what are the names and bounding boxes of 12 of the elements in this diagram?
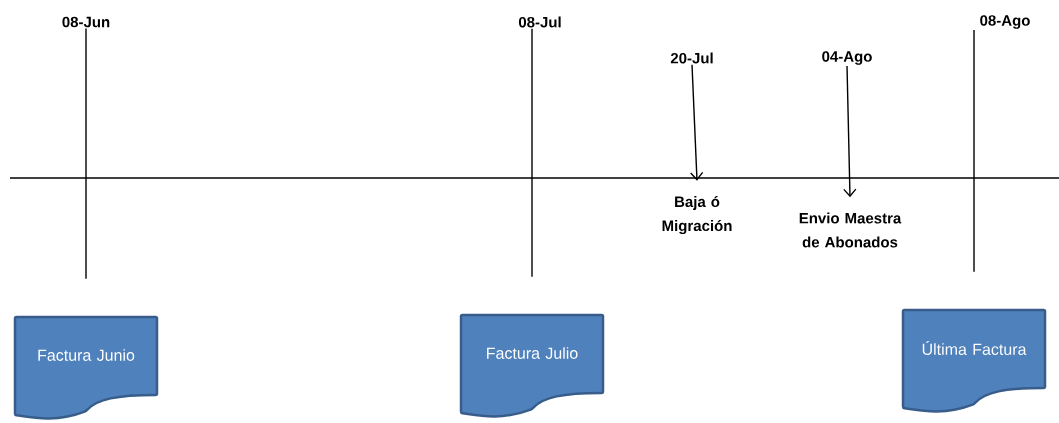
- date-label: 08-Jul: [518, 16, 561, 28]
- event-label: Envio Maestra de Abonados: [799, 212, 902, 248]
- connector-line: [85, 27, 87, 280]
- date-label: 08-Ago: [980, 15, 1030, 29]
- connector-line: [973, 29, 975, 273]
- event-label: Baja ó Migración: [662, 195, 732, 235]
- arrow: [843, 65, 857, 198]
- arrow: [689, 64, 704, 181]
- date-label: 20-Jul: [670, 52, 713, 64]
- date-label: 08-Jun: [62, 16, 110, 28]
- date-label: 04-Ago: [822, 51, 872, 65]
- connector-line: [531, 28, 533, 278]
